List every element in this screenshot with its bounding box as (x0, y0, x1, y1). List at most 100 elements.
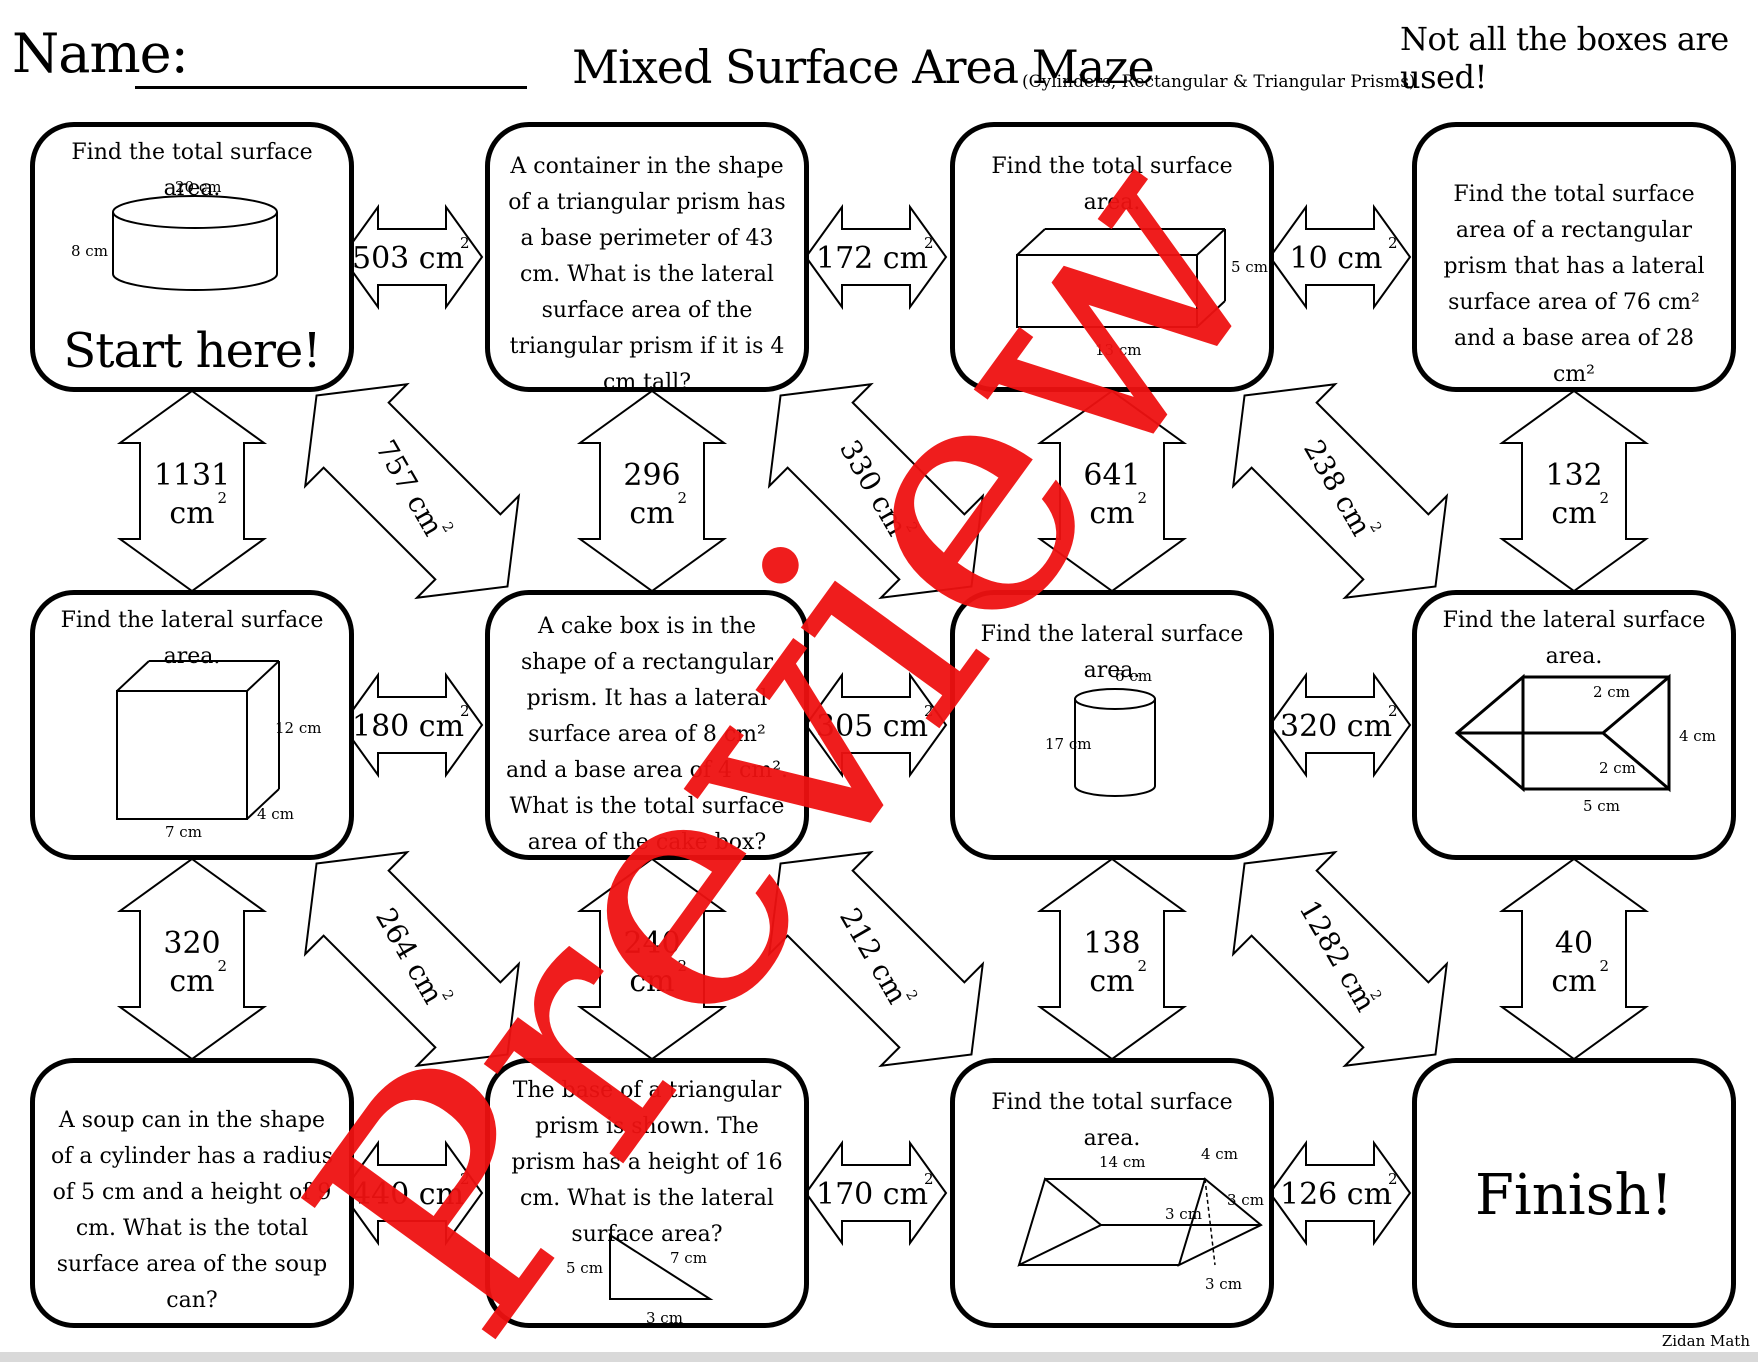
arrow-value: 172 cm (816, 241, 928, 276)
dim-label: 7 cm (165, 823, 202, 841)
dim-label: 2 cm (1599, 759, 1636, 777)
box-question: A container in the shape of a triangular… (508, 154, 786, 395)
right-triangle-figure: 5 cm 7 cm 3 cm (566, 1233, 714, 1327)
arrow-label[interactable]: 440 cm2 (352, 1170, 470, 1212)
arrow-connector (804, 671, 948, 779)
maze-box: Find the total surface area. 5 cm 13 cm (950, 122, 1274, 392)
arrow-value: 440 cm (352, 1177, 464, 1212)
arrow-connector (1268, 671, 1412, 779)
dim-label: 5 cm (1583, 797, 1620, 815)
dim-label: 6 cm (1115, 667, 1152, 685)
arrow-exponent: 2 (924, 1170, 934, 1188)
arrow-label[interactable]: 172 cm2 (816, 234, 934, 276)
arrow-value: 305 cm (816, 709, 928, 744)
dim-label: 20 cm (175, 178, 221, 196)
arrow-exponent: 2 (1388, 1170, 1398, 1188)
dim-label: 3 cm (646, 1309, 683, 1327)
arrow-exponent: 2 (1600, 489, 1610, 507)
dim-label: 7 cm (670, 1249, 707, 1267)
dim-label: 4 cm (1679, 727, 1716, 745)
arrow-value: 320 (163, 926, 220, 961)
arrow-shape (1268, 1139, 1412, 1247)
maze-box: Find the lateral surface area. 2 cm 4 cm… (1412, 590, 1736, 860)
arrow-connector (340, 671, 484, 779)
box-question: Find the lateral surface area. (1442, 608, 1706, 669)
worksheet-title: Mixed Surface Area Maze (572, 40, 1155, 94)
worksheet-subtitle: (Cylinders, Rectangular & Triangular Pri… (1022, 72, 1416, 92)
dim-label: 5 cm (566, 1259, 603, 1277)
arrow-exponent: 2 (1388, 702, 1398, 720)
arrow-label[interactable]: 126 cm2 (1280, 1170, 1398, 1212)
arrow-connector (1231, 850, 1449, 1068)
arrow-shape (804, 203, 948, 311)
arrow-exponent: 2 (924, 234, 934, 252)
box-question: Find the total surface area. (991, 1090, 1233, 1151)
start-label: Start here! (63, 323, 321, 379)
dim-label: 3 cm (1205, 1275, 1242, 1293)
arrow-unit: cm (1551, 496, 1596, 531)
arrow-exponent: 2 (218, 957, 228, 975)
arrow-connector (767, 382, 985, 600)
maze-box: A cake box is in the shape of a rectangu… (485, 590, 809, 860)
arrow-shape (804, 1139, 948, 1247)
arrow-label[interactable]: 320 cm2 (1280, 702, 1398, 744)
arrow-exponent: 2 (924, 702, 934, 720)
arrow-label[interactable]: 305 cm2 (816, 702, 934, 744)
arrow-shape (303, 382, 521, 600)
name-blank-line[interactable] (135, 86, 527, 89)
arrow-exponent: 2 (1600, 957, 1610, 975)
triangular-prism-figure: 2 cm 4 cm 2 cm 5 cm (1454, 673, 1716, 815)
arrow-value: 126 cm (1280, 1177, 1392, 1212)
dim-label: 17 cm (1045, 735, 1091, 753)
arrow-shape (340, 1139, 484, 1247)
arrow-shape (1268, 671, 1412, 779)
dim-label: 14 cm (1099, 1153, 1145, 1171)
arrow-unit: cm (1551, 964, 1596, 999)
dim-label: 5 cm (1231, 258, 1268, 276)
arrow-unit: cm (629, 964, 674, 999)
arrow-value: 40 (1555, 926, 1593, 961)
arrow-connector (303, 382, 521, 600)
arrow-label[interactable]: 170 cm2 (816, 1170, 934, 1212)
arrow-connector (767, 850, 985, 1068)
maze-box: Find the total surface area. 14 cm 4 cm … (950, 1058, 1274, 1328)
cylinder-figure: 6 cm 17 cm (1045, 667, 1156, 797)
arrow-value: 170 cm (816, 1177, 928, 1212)
bottom-scrollbar[interactable] (0, 1352, 1758, 1362)
maze-box-finish: Finish! (1412, 1058, 1736, 1328)
box-question: A cake box is in the shape of a rectangu… (505, 614, 789, 855)
triangular-prism-figure: 14 cm 4 cm 3 cm 3 cm 3 cm (1017, 1145, 1264, 1293)
arrow-shape (1268, 203, 1412, 311)
cube-figure: 12 cm 4 cm 7 cm (116, 660, 321, 841)
arrow-value: 138 (1083, 926, 1140, 961)
dim-label: 2 cm (1593, 683, 1630, 701)
arrow-label[interactable]: 180 cm2 (352, 702, 470, 744)
cylinder-figure: 20 cm 8 cm (71, 178, 278, 291)
rectangular-prism-figure: 5 cm 13 cm (1016, 228, 1268, 359)
dim-label: 8 cm (71, 242, 108, 260)
box-question: Find the lateral surface area. (60, 608, 324, 669)
arrow-connector (804, 1139, 948, 1247)
arrow-connector (1268, 1139, 1412, 1247)
arrow-label[interactable]: 503 cm2 (352, 234, 470, 276)
arrow-shape (1231, 382, 1449, 600)
box-question: The base of a triangular prism is shown.… (511, 1078, 783, 1247)
arrow-shape (340, 671, 484, 779)
box-question: Find the total surface area. (991, 154, 1233, 215)
header-note: Not all the boxes are used! (1400, 20, 1729, 96)
maze-box: Find the total surface area of a rectang… (1412, 122, 1736, 392)
dim-label: 3 cm (1165, 1205, 1202, 1223)
maze-box: A container in the shape of a triangular… (485, 122, 809, 395)
box-question: Find the lateral surface area. (980, 622, 1244, 683)
arrow-value: 180 cm (352, 709, 464, 744)
